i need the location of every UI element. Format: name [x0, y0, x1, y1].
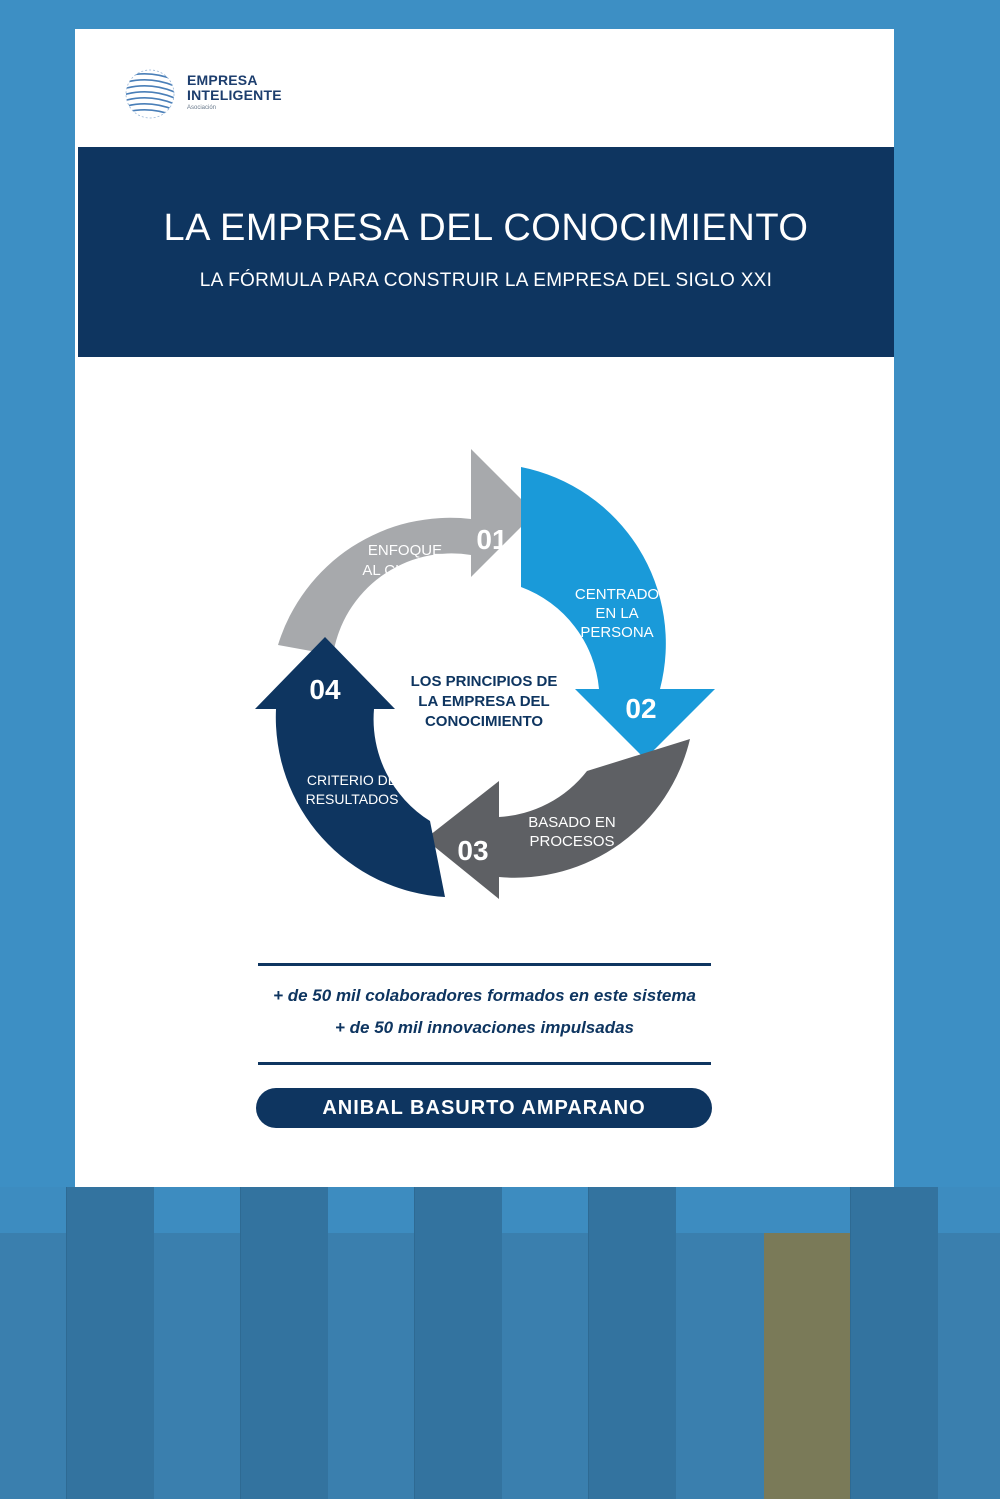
center-label-line3: CONOCIMIENTO: [425, 713, 543, 730]
globe-icon: [125, 69, 175, 119]
shelf-panel: [240, 1187, 328, 1499]
principles-cycle-diagram: 01 02 03 04 ENFOQUE AL CLIENTE CENTRADO …: [255, 449, 715, 899]
step-label-04-line1: CRITERIO DE: [307, 772, 397, 788]
author-name: ANIBAL BASURTO AMPARANO: [256, 1088, 712, 1128]
brand-subtitle: Asociación: [187, 105, 217, 111]
step-number-03: 03: [457, 835, 488, 866]
book-subtitle: LA FÓRMULA PARA CONSTRUIR LA EMPRESA DEL…: [199, 270, 773, 291]
cycle-segment-02: [521, 467, 715, 759]
step-number-02: 02: [625, 693, 656, 724]
stat-line-innovations: + de 50 mil innovaciones impulsadas: [334, 1018, 635, 1037]
step-label-02-line2: EN LA: [595, 605, 638, 622]
cycle-segment-03: [425, 739, 690, 899]
shelf-panel: [414, 1187, 502, 1499]
step-number-04: 04: [309, 674, 341, 705]
publisher-logo: EMPRESA INTELIGENTE Asociación: [123, 67, 383, 127]
stats-block: + de 50 mil colaboradores formados en es…: [258, 963, 711, 1038]
shelf-panel: [66, 1187, 154, 1499]
cycle-segment-01: [278, 449, 535, 655]
center-label-line1: LOS PRINCIPIOS DE: [411, 673, 558, 690]
brand-name: EMPRESA INTELIGENTE: [187, 72, 282, 103]
step-label-01-line1: ENFOQUE: [368, 542, 442, 559]
book-title: LA EMPRESA DEL CONOCIMIENTO: [163, 207, 809, 249]
shelf-panel: [588, 1187, 676, 1499]
background-shelf: [0, 1187, 1000, 1499]
step-label-04-line2: RESULTADOS: [306, 791, 399, 807]
shelf-panel: [850, 1187, 938, 1499]
cycle-segment-04: [255, 637, 445, 897]
step-label-01-line2: AL CLIENTE: [362, 562, 447, 579]
title-banner: LA EMPRESA DEL CONOCIMIENTO LA FÓRMULA P…: [78, 147, 894, 357]
step-label-03-line1: BASADO EN: [528, 814, 616, 831]
olive-panel: [764, 1233, 850, 1499]
step-label-03-line2: PROCESOS: [529, 833, 614, 850]
step-label-02-line3: PERSONA: [580, 624, 653, 641]
book-cover: EMPRESA INTELIGENTE Asociación LA EMPRES…: [75, 29, 894, 1187]
stats-divider: [258, 1062, 711, 1065]
step-number-01: 01: [476, 524, 507, 555]
center-label-line2: LA EMPRESA DEL: [418, 693, 549, 710]
step-label-02-line1: CENTRADO: [575, 586, 659, 603]
stat-line-collaborators: + de 50 mil colaboradores formados en es…: [273, 986, 696, 1005]
